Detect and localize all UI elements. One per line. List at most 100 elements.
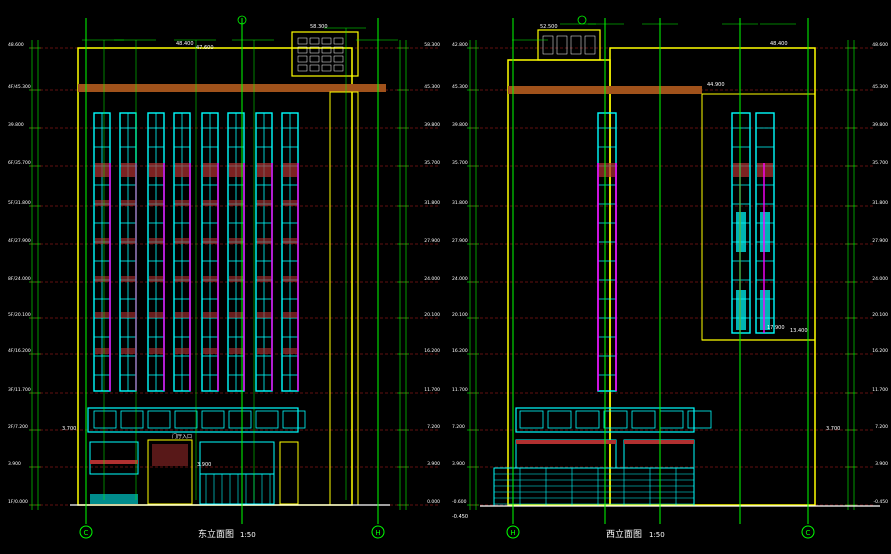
west-left-level-label: 45.300 [452,84,468,90]
west-right-level-label: 3.900 [875,461,888,467]
canopy-hatch [152,444,188,466]
spandrel-panel [257,348,271,354]
spandrel-panel [95,312,109,318]
east-right-level-label: 0.000 [427,499,440,505]
podium-window [93,410,117,429]
spandrel-panel [257,276,271,282]
spandrel-panel [149,163,163,177]
east-entrance-elev: 3.900 [197,462,211,468]
west-glazing-strip [597,112,617,392]
east-right-level-label: 31.800 [424,200,440,206]
west-left-level-label: 3.900 [452,461,465,467]
tower-louver [584,35,596,55]
east-elevation [70,31,390,506]
podium-window [282,410,306,429]
west-parapet-elev: 48.400 [770,41,788,47]
spandrel-panel [175,276,189,282]
spandrel-panel [283,163,297,177]
east-left-level-label: 4F/27.900 [8,238,31,244]
east-scale: 1:50 [240,531,256,539]
axis-bubble-west-right: C [801,525,815,539]
west-roof-tower [537,29,601,61]
west-right-level-label: 7.200 [875,424,888,430]
spandrel-panel [175,163,189,177]
tower-louver [297,64,308,72]
east-shopfront [89,441,139,475]
spandrel-panel [121,200,135,206]
tower-louver [309,55,320,63]
axis-bubble-east-right: H [371,525,385,539]
east-right-level-label: 7.200 [427,424,440,430]
west-left-level-label: -0.600 [452,499,467,505]
podium-window [603,410,628,429]
spandrel-panel [229,163,243,177]
spandrel-panel [95,238,109,244]
west-left-level-label: 42.800 [452,42,468,48]
podium-window [659,410,684,429]
tower-louver [297,55,308,63]
west-tower-elev: 52.500 [540,24,558,30]
tower-louver [333,64,344,72]
west-right-level-label: 45.300 [872,84,888,90]
shopfront-band [624,440,694,444]
east-left-level-label: 48.600 [8,42,24,48]
east-right-level-label: 58.300 [424,42,440,48]
spandrel-panel [203,163,217,177]
spandrel-panel [283,276,297,282]
east-left-level-label: 2F/7.200 [8,424,28,430]
spandrel-panel [229,276,243,282]
spandrel-panel [121,238,135,244]
podium-window [201,410,225,429]
east-right-level-label: 11.700 [424,387,440,393]
west-right-level-label: 11.700 [872,387,888,393]
west-upper-recess [701,93,816,341]
west-right-level-label: 27.900 [872,238,888,244]
east-lobby-glazing [199,441,275,475]
spandrel-panel [733,163,749,177]
shopfront-band [516,440,616,444]
shopfront-band [90,460,138,464]
east-parapet-elev: 47.600 [196,45,214,51]
svg-text:C: C [84,529,89,537]
spandrel-panel [283,200,297,206]
podium-window [519,410,544,429]
east-right-level-label: 39.800 [424,122,440,128]
spandrel-panel [229,348,243,354]
east-canopy-block [147,439,193,505]
spandrel-panel [283,238,297,244]
east-right-level-label: 35.700 [424,160,440,166]
west-scale: 1:50 [649,531,665,539]
spandrel-panel [121,163,135,177]
spandrel-panel [175,348,189,354]
west-right-level-label: -0.450 [873,499,888,505]
west-shopfront-2 [623,439,695,469]
east-roof-elev: 48.400 [176,41,194,47]
west-setback-elev: 17.900 [767,325,785,331]
spandrel-panel [203,238,217,244]
tower-louver [333,55,344,63]
east-steps [90,494,138,504]
tower-louver [297,37,308,45]
west-roof-elev: 44.900 [707,82,725,88]
tower-louver [556,35,568,55]
spandrel-panel [95,348,109,354]
spandrel-panel [757,163,773,177]
spandrel-panel [229,238,243,244]
west-right-level-label: 48.600 [872,42,888,48]
spandrel-panel [257,238,271,244]
west-left-level-label: 11.700 [452,387,468,393]
west-left-level-label: 35.700 [452,160,468,166]
podium-window [255,410,279,429]
east-title: 东立面图 [198,528,234,540]
axis-lines [82,15,809,524]
west-right-level-label: 39.800 [872,122,888,128]
west-right-level-label: 20.100 [872,312,888,318]
ground-left-elev: -0.450 [452,514,468,520]
spandrel-panel [95,163,109,177]
glazing-infill [736,212,746,252]
east-podium-elev: 3.700 [62,426,76,432]
east-entrance-doors [199,473,275,505]
spandrel-panel [203,312,217,318]
west-title: 西立面图 [606,528,642,540]
